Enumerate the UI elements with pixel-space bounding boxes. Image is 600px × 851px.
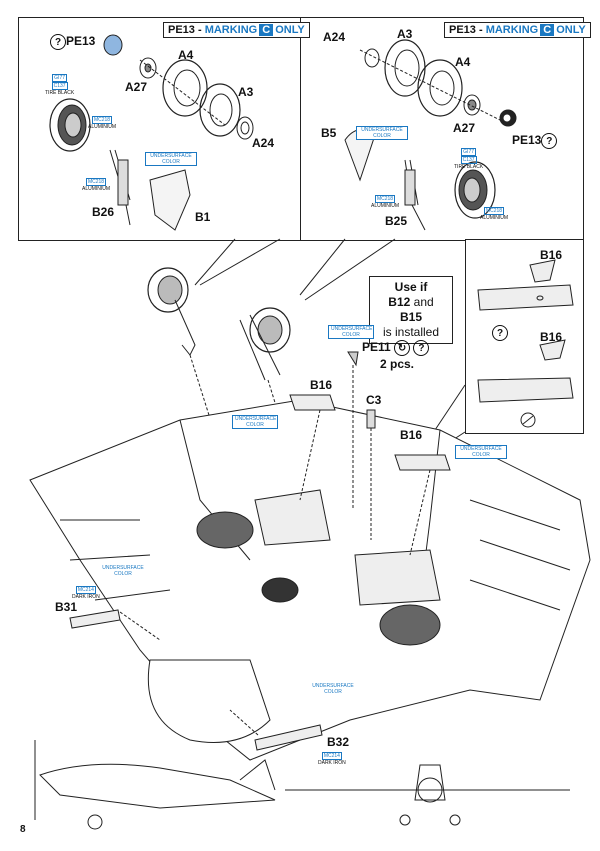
badge-pe: PE13 - — [449, 24, 486, 36]
label-a4: A4 — [178, 48, 194, 62]
question-icon: ? — [413, 340, 430, 356]
question-mark: ? — [492, 325, 508, 341]
panel-top-right — [300, 17, 584, 241]
question-icon: ? — [541, 133, 558, 149]
bend-icon: ↻ — [394, 340, 411, 356]
badge-pe: PE13 - — [168, 24, 205, 36]
badge-only: ONLY — [556, 24, 586, 36]
label-b5: B5 — [321, 126, 337, 140]
pe11-count: 2 pcs. — [380, 357, 415, 371]
label-b26: B26 — [92, 205, 115, 219]
question-icon: ? — [492, 325, 508, 341]
label-b1: B1 — [195, 210, 211, 224]
label-a4: A4 — [455, 55, 471, 69]
label-b16: B16 — [310, 378, 333, 392]
label-pe11: PE11 ↻ ? — [362, 340, 430, 356]
label-pe13: ?PE13 — [50, 34, 95, 50]
badge-c: C — [540, 24, 555, 36]
label-b31: B31 — [55, 600, 78, 614]
label-a27: A27 — [453, 121, 476, 135]
label-a3: A3 — [238, 85, 254, 99]
label-a24: A24 — [252, 136, 275, 150]
underside-note: UNDERSURFACE COLOR — [145, 152, 197, 166]
label-b25: B25 — [385, 214, 408, 228]
badge-only: ONLY — [275, 24, 305, 36]
label-c3: C3 — [366, 393, 382, 407]
label-b16: B16 — [540, 248, 563, 262]
label-a3: A3 — [397, 27, 413, 41]
label-pe13: PE13? — [512, 133, 558, 149]
underside-note: UNDERSURFACE COLOR — [328, 325, 374, 339]
label-b32: B32 — [327, 735, 350, 749]
badge-c: C — [259, 24, 274, 36]
underside-note: UNDERSURFACE COLOR — [102, 565, 144, 577]
label-a27: A27 — [125, 80, 148, 94]
conditional-note: Use if B12 and B15 is installed — [369, 276, 453, 344]
page-number: 8 — [20, 824, 26, 835]
underside-note: UNDERSURFACE COLOR — [455, 445, 507, 459]
underside-note: UNDERSURFACE COLOR — [232, 415, 278, 429]
label-a24: A24 — [323, 30, 346, 44]
label-b16: B16 — [540, 330, 563, 344]
underside-note: UNDERSURFACE COLOR — [356, 126, 408, 140]
question-icon: ? — [50, 34, 66, 50]
badge-marking: MARKING — [485, 24, 539, 36]
label-b16: B16 — [400, 428, 423, 442]
badge-marking: MARKING — [204, 24, 258, 36]
underside-note: UNDERSURFACE COLOR — [312, 683, 354, 695]
